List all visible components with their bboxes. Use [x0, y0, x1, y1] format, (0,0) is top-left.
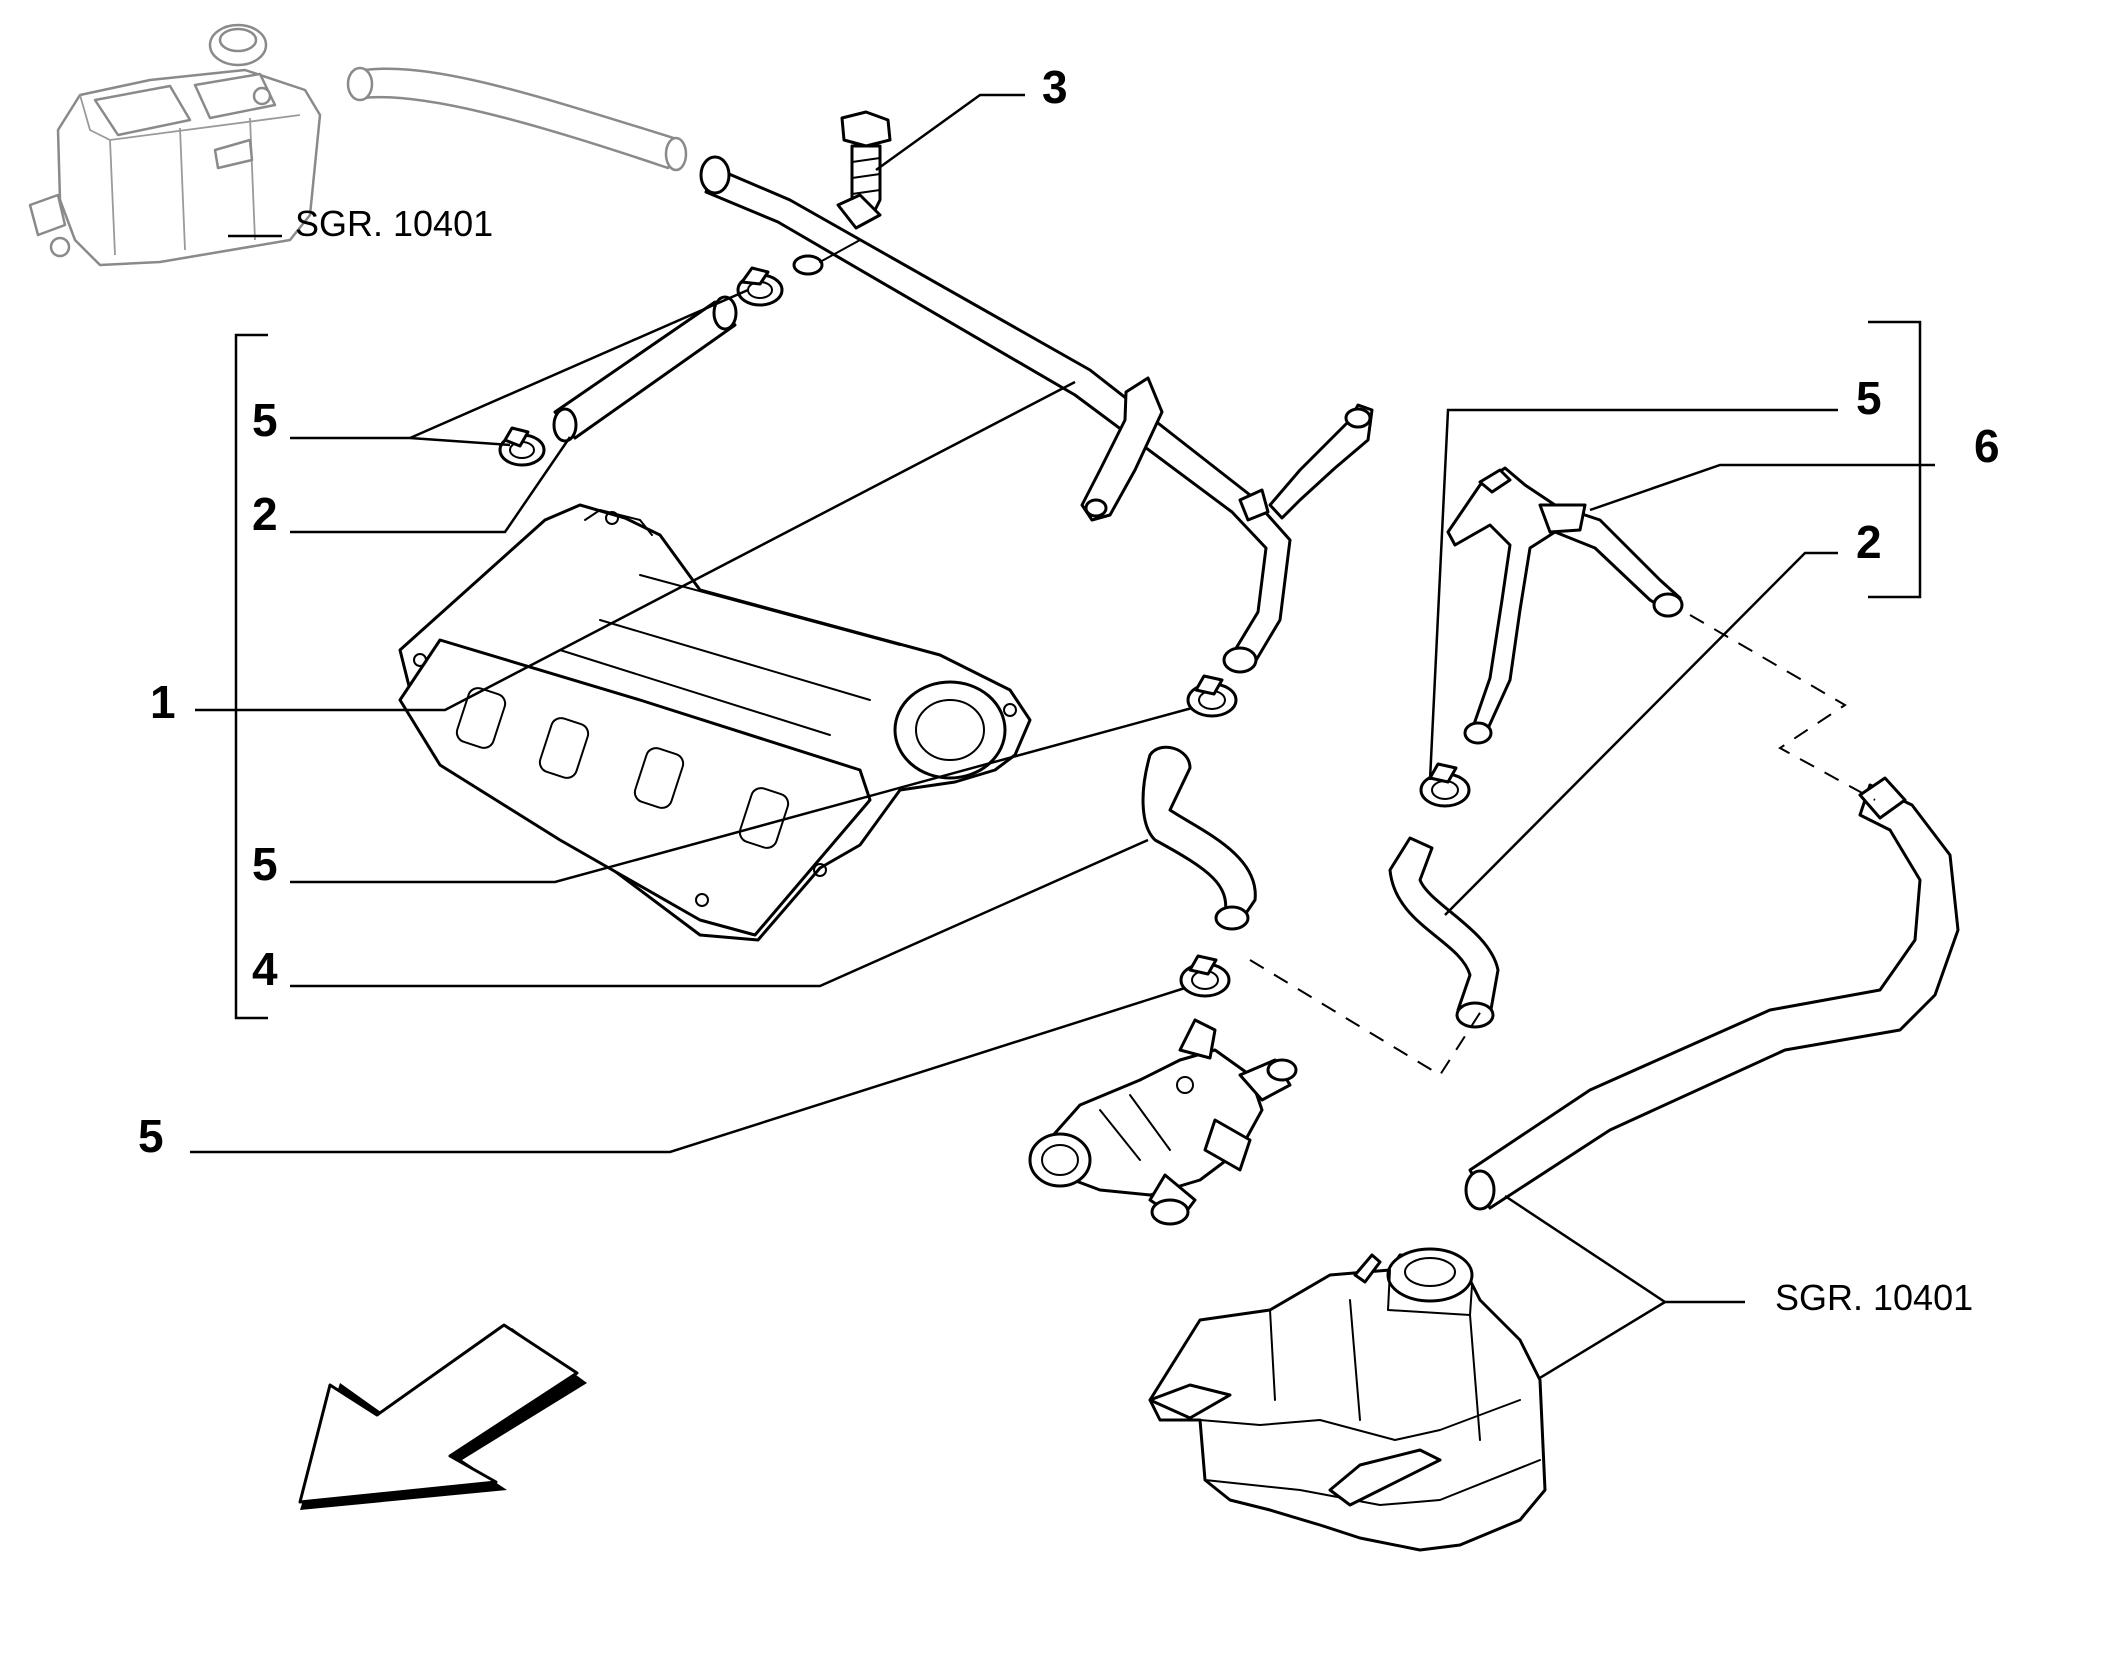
- hose-clip-thermostat: [1179, 954, 1231, 998]
- hidden-line-right: [1689, 614, 1876, 801]
- callout-5-lower: 5: [138, 1110, 164, 1162]
- callout-4: 4: [252, 943, 278, 995]
- bracket-group-right: [1868, 320, 1922, 599]
- callout-1: 1: [150, 676, 176, 728]
- callout-3: 3: [1042, 61, 1068, 113]
- leader-5-lower: [190, 986, 1186, 1154]
- callout-5-upper: 5: [252, 394, 278, 446]
- leader-2-left: [290, 436, 572, 534]
- hose-elbow-part-4: [1141, 745, 1257, 931]
- hose-straight-part-2: [552, 295, 738, 443]
- callout-5-centre: 5: [252, 838, 278, 890]
- bracket-group-left: [234, 333, 268, 1020]
- leader-3: [875, 93, 1025, 172]
- hose-elbow-part-2-right: [1388, 836, 1500, 1029]
- leader-ref-bottom-b: [1519, 1300, 1666, 1392]
- leader-5-right: [1428, 408, 1838, 781]
- reference-label-bottom: SGR. 10401: [1775, 1277, 1973, 1318]
- expansion-tank-lower: [1148, 1247, 1547, 1552]
- callout-5-right: 5: [1856, 372, 1882, 424]
- coolant-pipe-part-6: [1446, 466, 1684, 745]
- coolant-pipe-metal: [699, 155, 1374, 674]
- hose-long-lower: [1464, 776, 1960, 1211]
- leader-4: [290, 838, 1149, 988]
- reference-label-top: SGR. 10401: [295, 203, 493, 244]
- hose-clip-upper: [736, 266, 784, 307]
- direction-arrow-icon: [298, 1323, 587, 1510]
- hose-clip-centre: [1186, 674, 1238, 718]
- intake-manifold: [398, 503, 1032, 942]
- bolt-part-3: [840, 110, 892, 214]
- leader-5a-2: [409, 288, 749, 440]
- leader-6: [1589, 463, 1935, 512]
- hose-clip-right: [1419, 762, 1471, 808]
- hose-clip-lower-left: [498, 426, 546, 467]
- expansion-tank-reference-top: [28, 23, 322, 267]
- thermostat-housing: [1028, 1018, 1298, 1226]
- leader-5a-1: [290, 436, 511, 447]
- hose-upper-reference: [346, 66, 688, 172]
- callout-6: 6: [1974, 420, 2000, 472]
- callout-2-right: 2: [1856, 516, 1882, 568]
- leader-5-centre: [290, 706, 1193, 884]
- leader-2-right: [1444, 551, 1838, 916]
- leader-ref-bottom-a: [1504, 1194, 1745, 1304]
- hidden-line-thermostat: [1249, 959, 1486, 1077]
- leader-1: [195, 380, 1076, 712]
- callout-2-left: 2: [252, 488, 278, 540]
